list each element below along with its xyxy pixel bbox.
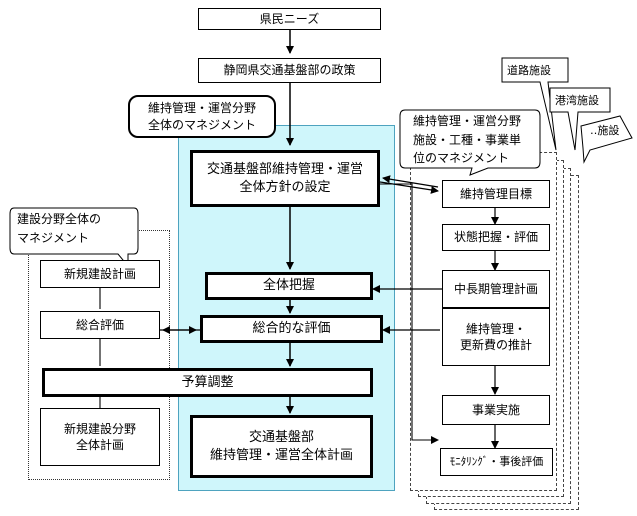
node-new-plan: 新規建設計画 [40, 260, 160, 288]
node-cost: 維持管理・ 更新費の推計 [442, 308, 550, 366]
tab-road-label: 道路施設 [507, 64, 551, 77]
node-policy: 静岡県交通基盤部の政策 [198, 58, 381, 83]
node-eval: 総合評価 [40, 311, 160, 339]
construction-title: 建設分野全体の マネジメント [17, 212, 102, 245]
callout-other [580, 115, 633, 164]
node-integrated-eval: 総合的な評価 [200, 315, 383, 343]
node-budget: 予算調整 [42, 368, 373, 397]
node-longterm: 中長期管理計画 [442, 270, 550, 308]
node-overall-mgmt: 維持管理・運営分野 全体のマネジメント [128, 95, 276, 138]
node-target: 維持管理目標 [442, 180, 550, 208]
callout-road [501, 57, 569, 151]
node-policy-setting: 交通基盤部維持管理・運営 全体方針の設定 [190, 150, 380, 207]
node-assessment: 状態把握・評価 [442, 224, 550, 251]
facility-title: 維持管理・運営分野 施設・工種・事業単 位のマネジメント [413, 114, 522, 166]
tab-other-label: ‥施設 [590, 124, 620, 137]
node-implementation: 事業実施 [442, 395, 550, 425]
node-field-plan: 新規建設分野 全体計画 [40, 408, 160, 466]
callout-facility-title [399, 109, 541, 176]
node-overall-plan: 交通基盤部 維持管理・運営全体計画 [190, 415, 373, 478]
tab-port-label: 港湾施設 [555, 94, 599, 107]
node-overview: 全体把握 [205, 272, 373, 300]
node-monitoring: ﾓﾆﾀﾘﾝｸﾞ・事後評価 [440, 448, 553, 476]
callout-port [549, 87, 611, 151]
node-needs: 県民ニーズ [198, 8, 381, 30]
